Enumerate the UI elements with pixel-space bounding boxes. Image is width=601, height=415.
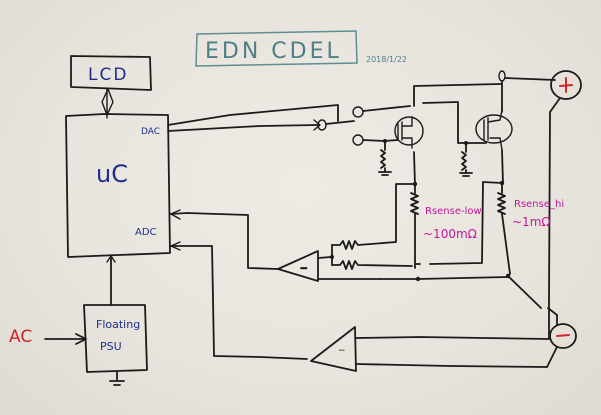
psu-arrow-icon	[106, 255, 116, 263]
positive-rail: +	[498, 70, 582, 301]
current-sense-amp: −	[169, 209, 413, 282]
positive-terminal	[550, 70, 582, 100]
mcu-block: uC DAC ADC	[65, 113, 171, 258]
mosfet-low	[362, 105, 424, 176]
amp-input-resistor-2	[331, 260, 413, 270]
switch-contact-low	[352, 106, 364, 118]
rsense-low-value: ~100mΩ	[423, 227, 477, 241]
title-text: EDN CDEL	[205, 39, 342, 64]
psu-box	[83, 304, 148, 373]
voltage-sense-wire-pos	[548, 97, 561, 301]
rsense-hi-label: Rsense_hi	[514, 199, 564, 210]
rsense-low-branch: Rsense-low ~100mΩ	[395, 151, 482, 269]
psu-ground-icon	[109, 371, 125, 386]
ac-label: AC	[9, 327, 32, 347]
psu-label-line1: Floating	[96, 318, 140, 331]
switch-blade	[325, 120, 355, 125]
adc-arrow-icon-2	[170, 241, 181, 251]
switch-common-contact	[317, 119, 327, 131]
current-amp-sign: −	[300, 264, 308, 274]
rsense-low-label: Rsense-low	[425, 206, 482, 217]
mcu-box	[65, 113, 171, 258]
mosfet-hi	[413, 83, 513, 177]
lcd-label: LCD	[88, 65, 128, 85]
voltage-sense-wire-neg	[546, 346, 558, 368]
dac-output-wire	[167, 124, 319, 132]
rsense-hi-resistor	[497, 182, 511, 275]
return-node: −	[379, 273, 577, 368]
voltage-amp-sign: −	[338, 346, 346, 356]
gate-pulldown-low	[378, 140, 392, 176]
dac-arrow-icon	[313, 119, 321, 131]
rsense-hi-branch: Rsense_hi ~1mΩ	[414, 149, 564, 275]
dac-wires	[167, 104, 364, 146]
current-amp-triangle	[277, 250, 319, 282]
mosfet-low-body	[394, 116, 424, 146]
rsense-hi-value: ~1mΩ	[512, 215, 551, 229]
mcu-label: uC	[96, 160, 128, 188]
title-box	[195, 30, 358, 67]
adc-label: ADC	[135, 227, 157, 238]
voltage-amp-triangle	[310, 326, 357, 372]
negative-terminal	[549, 323, 577, 349]
title-block: EDN CDEL 2018/1/22	[195, 30, 407, 67]
ac-arrow-icon	[44, 333, 87, 345]
psu-label-line2: PSU	[100, 340, 122, 353]
current-to-adc-wire	[169, 212, 279, 270]
psu-block: Floating PSU	[83, 256, 148, 386]
gate-pulldown-hi	[459, 142, 473, 177]
rsense-low-resistor	[410, 183, 419, 269]
amp-input-resistor-1	[331, 240, 397, 250]
switch-contact-hi	[352, 134, 364, 146]
ac-input: AC	[9, 327, 87, 347]
mosfet-hi-body	[475, 114, 513, 144]
switch-control-wire	[167, 104, 339, 126]
title-date: 2018/1/22	[366, 55, 407, 64]
dac-label: DAC	[141, 127, 160, 137]
lcd-block: LCD	[70, 55, 152, 91]
adc-arrow-icon-1	[170, 209, 181, 220]
voltage-to-adc-wire	[170, 245, 308, 360]
lcd-box	[70, 55, 152, 91]
voltage-sense-amp: −	[170, 241, 550, 372]
